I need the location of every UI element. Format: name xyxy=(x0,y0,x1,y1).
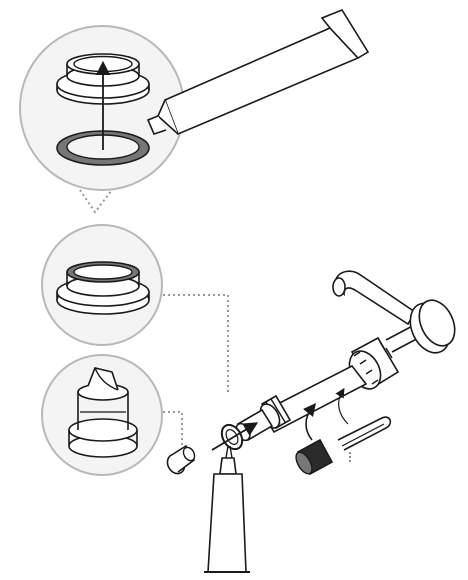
sleeve-icon xyxy=(295,438,334,476)
curved-arrow-icon xyxy=(303,403,316,441)
seated-o-ring-icon xyxy=(56,261,150,315)
small-valve-icon xyxy=(166,444,196,475)
callout-middle xyxy=(41,224,163,346)
insert-arrow-icon xyxy=(211,422,259,451)
pump-assembly-icon xyxy=(166,270,456,476)
knob-icon xyxy=(409,299,456,354)
callout-bottom xyxy=(41,354,163,476)
callout-top xyxy=(19,25,185,191)
curved-arrow-icon-2 xyxy=(335,387,349,425)
cylinder-icon xyxy=(235,364,368,442)
dotted-connector xyxy=(79,189,113,214)
valve-icon xyxy=(68,367,138,458)
spout-icon xyxy=(334,270,417,326)
grease-tube-bottom-icon xyxy=(204,445,250,573)
dotted-connector-bottom xyxy=(163,411,183,450)
dotted-connector-middle xyxy=(163,294,229,392)
grease-tube-icon xyxy=(146,9,370,136)
clip-pin-icon xyxy=(337,416,392,462)
